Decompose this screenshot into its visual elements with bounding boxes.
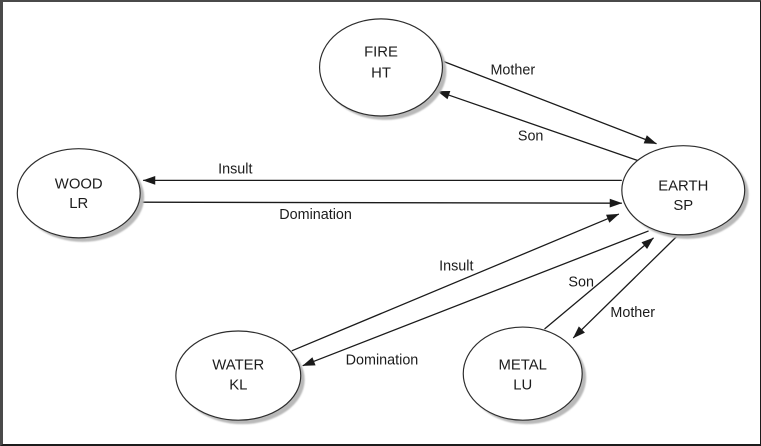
edge-metal-earth-son-line xyxy=(544,237,654,330)
edge-fire-earth-mother-line xyxy=(438,58,657,145)
node-wood-ellipse xyxy=(16,148,141,239)
node-metal-name: METAL xyxy=(498,358,546,374)
edge-earth-water-domination-line xyxy=(302,230,649,367)
edge-label-domination-bottom: Domination xyxy=(346,353,419,369)
node-water-name: WATER xyxy=(212,358,264,374)
edge-wood-earth-domination: Domination xyxy=(141,198,623,223)
node-fire-code: HT xyxy=(371,65,391,81)
edge-metal-earth-son: Son xyxy=(544,237,654,330)
edge-earth-wood-insult: Insult xyxy=(142,161,622,185)
edge-earth-metal-mother-line xyxy=(572,235,678,339)
edge-label-insult-left: Insult xyxy=(218,161,252,177)
edge-fire-earth-mother: Mother xyxy=(438,58,657,145)
node-wood-code: LR xyxy=(69,196,88,212)
edge-label-domination-left: Domination xyxy=(279,207,352,223)
node-wood-name: WOOD xyxy=(55,176,103,192)
edge-earth-water-domination: Domination xyxy=(302,230,649,369)
node-fire-name: FIRE xyxy=(364,45,398,61)
nodes-layer: FIRE HT WOOD LR EARTH SP WATER xyxy=(16,18,749,425)
node-metal-code: LU xyxy=(513,377,532,393)
edge-label-son-top: Son xyxy=(518,129,544,145)
node-water-code: KL xyxy=(229,377,247,393)
edge-earth-fire-son: Son xyxy=(437,90,644,164)
edge-wood-earth-domination-line xyxy=(141,198,623,208)
edge-label-insult-center: Insult xyxy=(439,259,473,275)
node-earth: EARTH SP xyxy=(621,145,749,239)
edge-label-mother-bottom: Mother xyxy=(610,305,655,321)
node-earth-ellipse xyxy=(621,145,746,236)
node-metal: METAL LU xyxy=(462,326,587,425)
edge-label-mother-top: Mother xyxy=(490,62,535,78)
node-fire: FIRE HT xyxy=(318,18,447,120)
node-earth-code: SP xyxy=(673,198,693,214)
node-fire-ellipse xyxy=(318,18,444,117)
edge-earth-metal-mother: Mother xyxy=(572,235,678,339)
node-wood: WOOD LR xyxy=(16,148,145,242)
edge-earth-fire-son-line xyxy=(437,90,644,164)
edge-water-earth-insult-line xyxy=(291,213,620,352)
edges-layer: Mother Son Insult Domination Insult xyxy=(141,58,678,369)
node-earth-name: EARTH xyxy=(658,178,708,194)
node-water-ellipse xyxy=(175,330,302,421)
edge-water-earth-insult: Insult xyxy=(291,213,620,352)
diagram-canvas: Mother Son Insult Domination Insult xyxy=(16,18,749,425)
node-water: WATER KL xyxy=(175,330,305,425)
node-metal-ellipse xyxy=(462,326,583,421)
edge-label-son-bottom: Son xyxy=(568,274,594,290)
